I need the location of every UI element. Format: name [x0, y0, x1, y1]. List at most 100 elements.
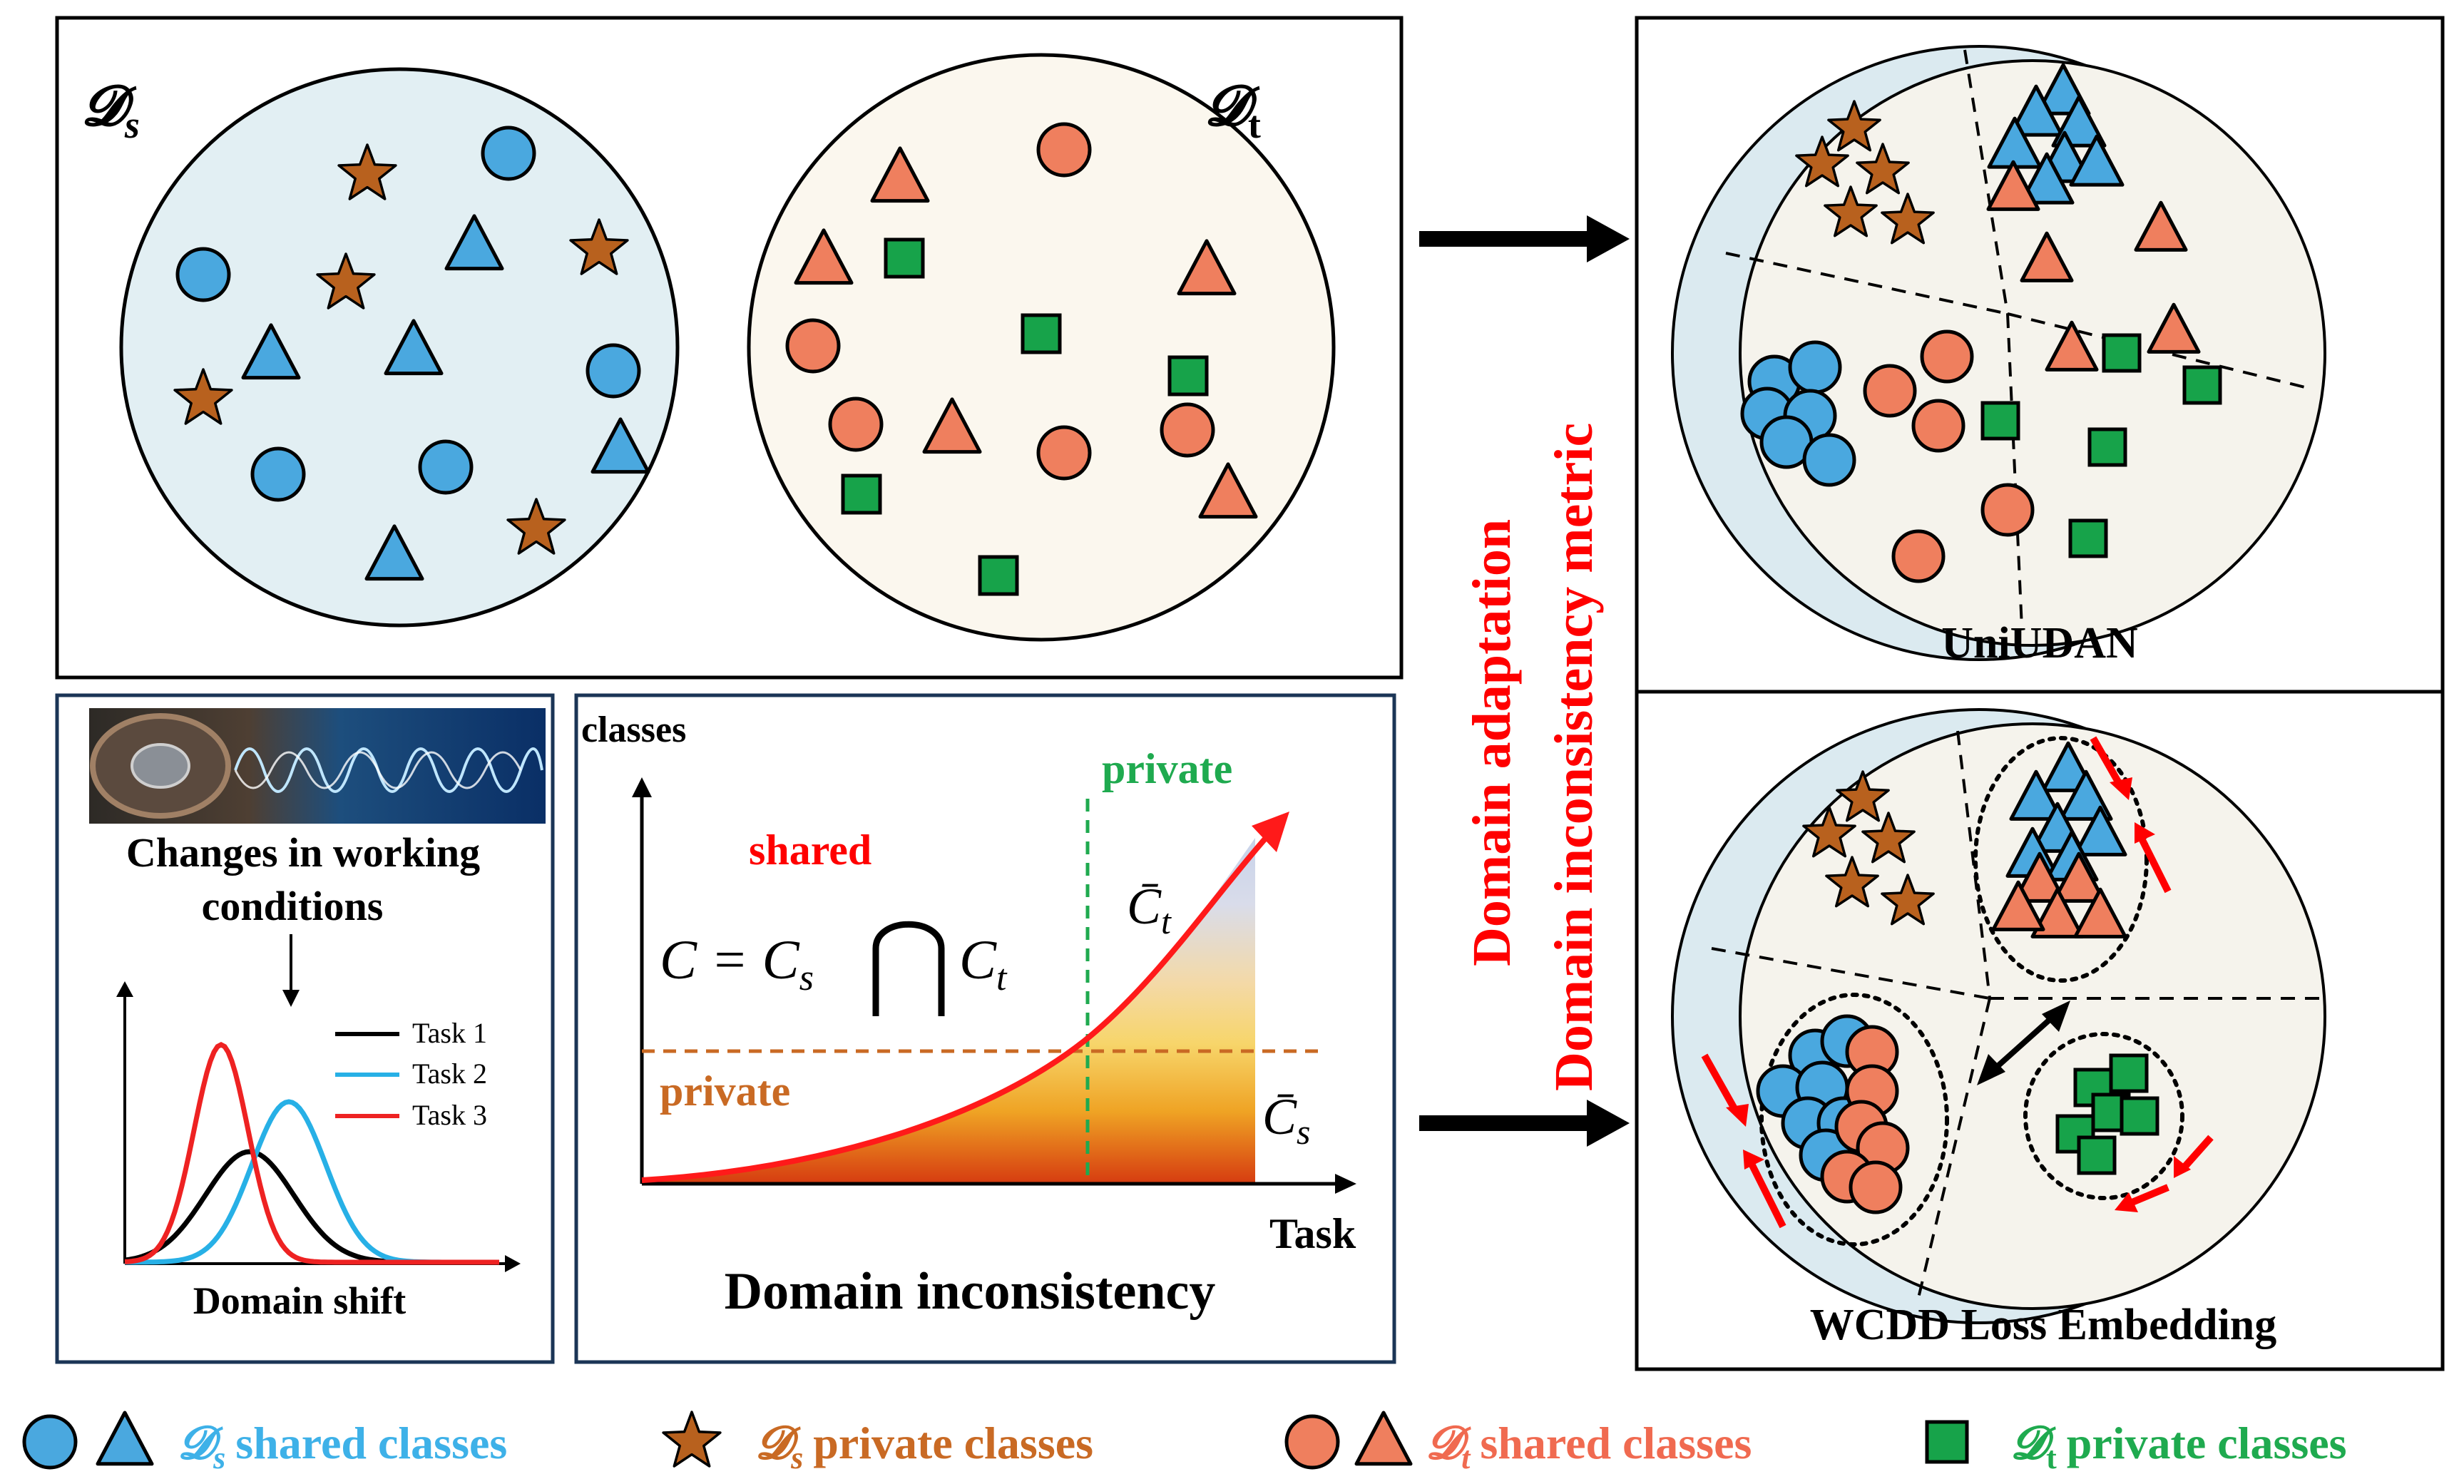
dt-private-square — [1167, 355, 1209, 396]
uniudan-green-square — [2102, 333, 2142, 373]
chart-ylabel: classes — [581, 710, 686, 750]
wcdd-cluster-squares — [2023, 1032, 2184, 1200]
uniudan-orange-triangle — [1986, 160, 2040, 211]
uniudan-orange-triangle — [2147, 302, 2201, 354]
legend-blue-circle — [22, 1414, 78, 1470]
dt-shared-triangle — [1198, 462, 1258, 519]
ds-shared-triangle — [364, 524, 424, 581]
uniudan-green-square — [2182, 365, 2222, 405]
wcdd-arrow-head-b — [2042, 1001, 2070, 1032]
dt-shared-circle — [1036, 425, 1092, 481]
ds-private-star — [337, 143, 397, 200]
uniudan-main-circle — [1739, 59, 2326, 647]
uniudan-blue-triangle — [2008, 84, 2064, 137]
ds-shared-triangle — [241, 323, 301, 380]
dt-shared-triangle — [922, 397, 982, 454]
domain-inconsistency-panel — [574, 693, 1396, 1364]
motor-image-waveform-2 — [234, 751, 522, 789]
wcdd-green-square — [2077, 1135, 2117, 1175]
wcdd-compression-heads — [1726, 777, 2191, 1212]
uniudan-samples — [1740, 63, 2222, 583]
target-domain-samples — [785, 122, 1258, 596]
dt-shared-circle — [1036, 122, 1092, 178]
wcdd-orange-triangle — [2052, 851, 2106, 903]
dt-shared-triangle — [870, 146, 930, 203]
motor-image-waveform — [234, 747, 543, 793]
wcdd-star — [1861, 812, 1916, 864]
ds-private-star — [316, 252, 376, 309]
wcdd-blue-triangle — [2073, 805, 2127, 856]
dt-private-square — [841, 474, 882, 515]
private-top-label: private — [1102, 745, 1232, 792]
wcdd-compression-arrows — [1701, 736, 2214, 1229]
wcdd-title: WCDD Loss Embedding — [1810, 1301, 2277, 1349]
uniudan-orange-triangle — [2045, 320, 2099, 372]
ds-shared-circle — [586, 343, 641, 399]
cs-bar-label: C̄s — [1262, 1088, 1311, 1152]
domain-inconsistency-title: Domain inconsistency — [725, 1262, 1216, 1321]
bottom-legend-symbols — [22, 1411, 1969, 1470]
legend-orange-circle — [1284, 1414, 1340, 1470]
dt-shared-triangle — [794, 228, 854, 285]
wcdd-star — [1802, 806, 1856, 858]
legend-orange-triangle — [1354, 1411, 1413, 1466]
ds-shared-triangle — [591, 417, 650, 474]
wcdd-orange-circle — [1849, 1160, 1903, 1214]
legend-brown-star — [662, 1411, 722, 1468]
working-conditions-caption-1: Changes in working — [126, 829, 480, 876]
uniudan-orange-circle — [1891, 529, 1946, 583]
wcdd-samples — [1756, 741, 2159, 1214]
legend-blue-triangle — [96, 1411, 154, 1466]
formula-rhs: Ct — [959, 928, 1008, 998]
dt-shared-circle — [785, 318, 841, 374]
uniudan-orange-circle — [1863, 364, 1917, 418]
ds-shared-triangle — [384, 319, 444, 376]
wcdd-star — [1836, 770, 1890, 822]
ds-shared-circle — [418, 439, 474, 495]
uniudan-star — [1824, 185, 1878, 237]
ds-shared-triangle — [444, 214, 504, 271]
uniudan-blue-triangle — [2019, 152, 2075, 205]
uniudan-star — [1827, 100, 1881, 152]
chart-x-axis-head — [1335, 1174, 1356, 1194]
chart-xlabel: Task — [1269, 1210, 1356, 1257]
wcdd-orange-triangle — [2030, 887, 2085, 938]
wcdd-green-square — [2109, 1053, 2149, 1093]
uniudan-star — [1856, 143, 1910, 195]
dt-private-square — [1021, 313, 1062, 354]
ds-private-star — [173, 368, 233, 425]
uniudan-blue-circle — [1788, 340, 1842, 394]
uniudan-orange-triangle — [2134, 200, 2188, 252]
legend-green-square — [1925, 1420, 1969, 1464]
task-3-curve — [124, 1042, 499, 1265]
wcdd-arrow-head-a — [1977, 1054, 2005, 1085]
ds-shared-circle — [250, 446, 306, 502]
wcdd-orange-triangle — [2073, 887, 2127, 938]
shared-class-curve — [641, 836, 1268, 1183]
dt-label: 𝓓t — [1205, 75, 1261, 146]
domain-shift-label: Domain shift — [193, 1279, 407, 1322]
wcdd-blue-triangle — [2009, 769, 2063, 821]
arrow-bottom-head — [1587, 1100, 1630, 1147]
wcdd-green-square — [2120, 1096, 2159, 1136]
ds-private-star — [506, 498, 566, 555]
motor-image-hub — [131, 743, 190, 789]
dt-shared-circle — [1160, 402, 1215, 458]
domain-adaptation-text: Domain adaptation — [1462, 519, 1522, 966]
wcdd-cluster-circles — [1759, 993, 1949, 1247]
wcdd-separation-arrow — [1988, 1010, 2060, 1075]
dist-y-axis-head — [116, 981, 133, 997]
task-1-label: Task 1 — [412, 1017, 487, 1049]
task-legend: Task 1 Task 2 Task 3 — [335, 1017, 487, 1131]
uniudan-orange-circle — [1911, 399, 1965, 453]
private-left-label: private — [660, 1068, 790, 1115]
uniudan-orange-circle — [1980, 483, 2035, 537]
shared-label: shared — [749, 827, 871, 874]
dist-x-axis-head — [505, 1255, 521, 1272]
dt-private-square — [884, 237, 925, 279]
uniudan-blue-triangle — [2069, 134, 2125, 187]
shared-class-curve-head — [1252, 812, 1289, 852]
